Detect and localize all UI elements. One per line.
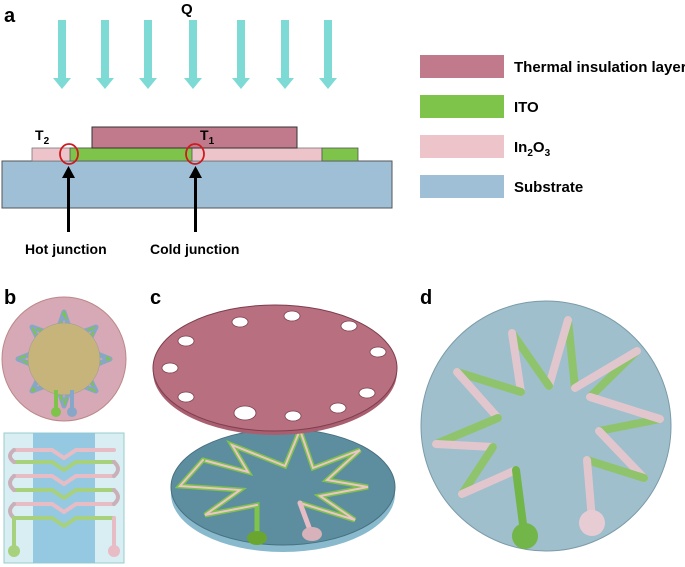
rectangular-device-top-view [3,432,125,564]
heat-arrow [53,20,71,89]
pad-right [108,545,120,557]
star-thermopile-legs [432,316,664,536]
legend-item-substrate: Substrate [420,175,583,198]
pad-left [247,531,267,545]
substrate-disc-3d [170,422,396,552]
serpentine-traces [8,448,120,550]
heat-arrow [232,20,250,89]
panel-a: a [1,1,393,257]
hot-junction-label: Hot junction [25,241,107,257]
panel-label-d: d [420,287,432,309]
hot-junction-pointer [62,166,75,232]
panel-label-c: c [150,287,161,309]
ito-layer-right [321,147,359,162]
pad-left [51,407,61,417]
insulation-disc [27,322,101,396]
legend-swatch-substrate [420,175,504,198]
legend-label-insulation: Thermal insulation layer [514,59,685,76]
legend-label-ito: ITO [514,99,539,116]
t2-label: T2 [35,127,50,147]
insulation-disc-top [152,304,398,432]
heat-flux-label: Q [181,1,193,18]
pad-right [302,527,322,541]
legend-item-insulation: Thermal insulation layer [420,55,685,78]
heat-arrow [184,20,202,89]
legend-swatch-in2o3 [420,135,504,158]
insulation-disc-3d [152,304,398,435]
cold-junction-pointer [189,166,202,232]
panel-d: d [420,287,672,552]
legend: Thermal insulation layer ITO In2O3 Subst… [420,55,685,198]
legend-swatch-ito [420,95,504,118]
circular-device-top-view [1,296,127,422]
ito-layer [69,147,193,162]
heat-arrows [53,20,337,89]
heat-arrow [276,20,294,89]
panel-b: b [1,287,127,564]
panel-c: c [150,287,398,552]
legend-swatch-insulation [420,55,504,78]
vent-holes [161,310,387,422]
cold-junction-circle [185,143,205,165]
heat-arrow [139,20,157,89]
panel-label-a: a [4,5,16,27]
output-pad-in2o3 [579,510,605,536]
heat-arrow [96,20,114,89]
hot-junction-circle [59,143,79,165]
pad-left [8,545,20,557]
star-thermopile-3d [174,422,369,538]
thermal-insulation-layer [91,126,298,149]
panel-label-b: b [4,287,16,309]
cold-junction-label: Cold junction [150,241,239,257]
pad-right [67,407,77,417]
output-pad-ito [512,523,538,549]
legend-item-in2o3: In2O3 [420,135,551,159]
legend-item-ito: ITO [420,95,539,118]
legend-label-in2o3: In2O3 [514,139,551,159]
heat-arrow [319,20,337,89]
t1-label: T1 [200,127,215,147]
legend-label-substrate: Substrate [514,179,583,196]
